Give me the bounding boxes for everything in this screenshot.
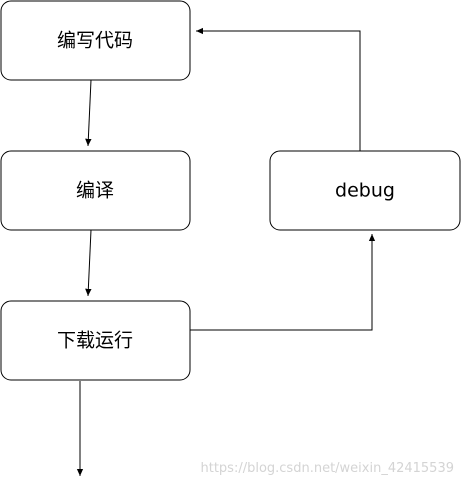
edge-compile-to-download	[85, 229, 92, 297]
edge-debug-to-write	[196, 27, 361, 151]
node-debug-label: debug	[335, 180, 395, 202]
node-debug: debug	[269, 150, 461, 231]
node-download-run-label: 下载运行	[57, 330, 133, 352]
node-write-code-label: 编写代码	[57, 30, 133, 52]
node-download-run: 下载运行	[0, 300, 191, 381]
edge-write-to-compile	[85, 79, 92, 147]
node-compile: 编译	[0, 150, 191, 231]
watermark-text: https://blog.csdn.net/weixin_42415539	[200, 461, 454, 476]
node-compile-label: 编译	[76, 180, 114, 202]
node-write-code: 编写代码	[0, 0, 191, 81]
edge-download-to-debug	[190, 234, 376, 331]
